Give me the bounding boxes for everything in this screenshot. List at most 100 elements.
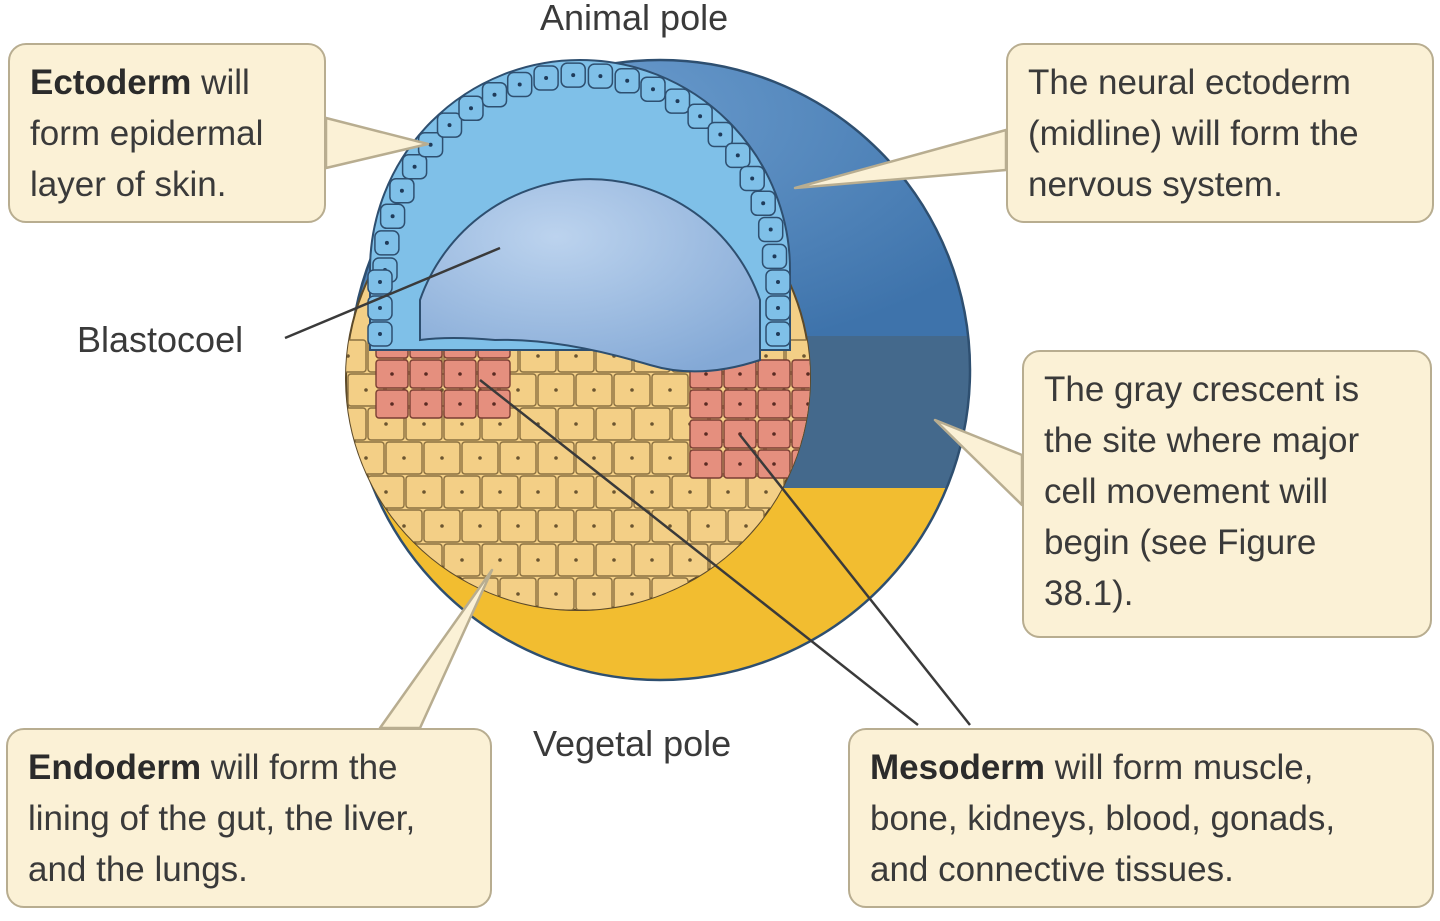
cell-nucleus <box>772 432 776 436</box>
cell-nucleus <box>428 142 433 147</box>
cell-nucleus <box>478 456 482 460</box>
neural-ectoderm-description: The neural ectoderm (midline) will form … <box>1028 63 1359 204</box>
cell-nucleus <box>776 280 780 284</box>
cell-nucleus <box>598 74 603 79</box>
cell-nucleus <box>574 354 578 358</box>
cell-nucleus <box>536 558 540 562</box>
endoderm-pointer <box>378 568 494 730</box>
cell-nucleus <box>772 372 776 376</box>
cell-nucleus <box>384 490 388 494</box>
mesoderm-leader-right <box>739 434 971 726</box>
cell-nucleus <box>460 490 464 494</box>
leader-lines <box>284 246 971 726</box>
gray-crescent-description: The gray crescent is the site where majo… <box>1044 370 1360 613</box>
cell-nucleus <box>536 354 540 358</box>
endoderm-description: will form the lining of the gut, the liv… <box>28 748 416 889</box>
cell-nucleus <box>554 456 558 460</box>
cell-nucleus <box>630 388 634 392</box>
blastocoel-cavity <box>419 178 761 373</box>
cell-nucleus <box>675 99 680 104</box>
cell-nucleus <box>478 524 482 528</box>
cell-nucleus <box>516 388 520 392</box>
endoderm-callout: Endoderm will form the lining of the gut… <box>6 728 492 908</box>
cell-nucleus <box>668 524 672 528</box>
cell-nucleus <box>378 280 382 284</box>
cell-nucleus <box>651 87 655 92</box>
cell-nucleus <box>447 123 452 128</box>
cell-nucleus <box>630 524 634 528</box>
cell-nucleus <box>772 254 777 259</box>
cell-nucleus <box>718 132 723 137</box>
ectoderm-callout: Ectoderm will form epidermal layer of sk… <box>8 43 326 223</box>
cell-nucleus <box>422 490 426 494</box>
ectoderm-pointer <box>324 116 430 170</box>
cell-nucleus <box>704 402 708 406</box>
cell-nucleus <box>536 490 540 494</box>
cell-nucleus <box>390 372 394 376</box>
cell-nucleus <box>772 462 776 466</box>
cell-nucleus <box>668 388 672 392</box>
cell-nucleus <box>498 490 502 494</box>
cell-nucleus <box>592 592 596 596</box>
mesoderm-leader-left <box>479 379 919 726</box>
blastocoel-leader <box>284 246 501 340</box>
cell-nucleus <box>492 372 496 376</box>
cell-nucleus <box>492 92 497 97</box>
cell-nucleus <box>744 524 748 528</box>
cell-nucleus <box>554 524 558 528</box>
ectoderm-description: will form epidermal layer of skin. <box>30 63 264 204</box>
cell-nucleus <box>650 558 654 562</box>
cell-nucleus <box>650 490 654 494</box>
cell-nucleus <box>802 354 806 358</box>
cut-face <box>345 59 811 611</box>
cell-nucleus <box>384 422 388 426</box>
blastocoel-label: Blastocoel <box>77 319 244 360</box>
cell-nucleus <box>460 558 464 562</box>
cell-nucleus <box>402 524 406 528</box>
cell-nucleus <box>469 106 473 111</box>
cell-nucleus <box>592 524 596 528</box>
ectoderm-term: Ectoderm <box>30 63 192 102</box>
cell-nucleus <box>706 524 710 528</box>
cell-nucleus <box>750 176 755 181</box>
cell-nucleus <box>399 188 404 193</box>
cell-nucleus <box>378 332 382 336</box>
cell-nucleus <box>776 332 780 336</box>
cell-nucleus <box>517 82 522 87</box>
cell-nucleus <box>412 164 417 169</box>
cell-nucleus <box>630 456 634 460</box>
cell-nucleus <box>516 592 520 596</box>
animal-pole-label: Animal pole <box>540 0 729 38</box>
cell-nucleus <box>402 456 406 460</box>
cell-nucleus <box>735 153 740 158</box>
cell-nucleus <box>704 372 708 376</box>
cell-nucleus <box>571 73 576 78</box>
cell-nucleus <box>574 558 578 562</box>
vegetal-pole-label: Vegetal pole <box>533 723 732 764</box>
cell-nucleus <box>612 558 616 562</box>
cell-nucleus <box>346 422 350 426</box>
mesoderm-callout: Mesoderm will form muscle, bone, kidneys… <box>848 728 1434 908</box>
cell-nucleus <box>574 422 578 426</box>
cell-nucleus <box>806 372 810 376</box>
cell-nucleus <box>768 227 773 232</box>
cell-nucleus <box>630 592 634 596</box>
cell-nucleus <box>554 388 558 392</box>
cell-nucleus <box>516 456 520 460</box>
cell-nucleus <box>498 558 502 562</box>
cell-nucleus <box>498 422 502 426</box>
cell-nucleus <box>390 214 395 219</box>
cell-nucleus <box>574 490 578 494</box>
cell-nucleus <box>764 490 768 494</box>
ectoderm-cells <box>367 62 791 347</box>
callout-pointers <box>324 116 1024 730</box>
cell-nucleus <box>440 524 444 528</box>
cell-nucleus <box>458 402 462 406</box>
cell-nucleus <box>704 462 708 466</box>
neural-ectoderm-callout: The neural ectoderm (midline) will form … <box>1006 43 1434 223</box>
endoderm-term: Endoderm <box>28 748 202 787</box>
cell-nucleus <box>364 388 368 392</box>
cell-nucleus <box>612 422 616 426</box>
